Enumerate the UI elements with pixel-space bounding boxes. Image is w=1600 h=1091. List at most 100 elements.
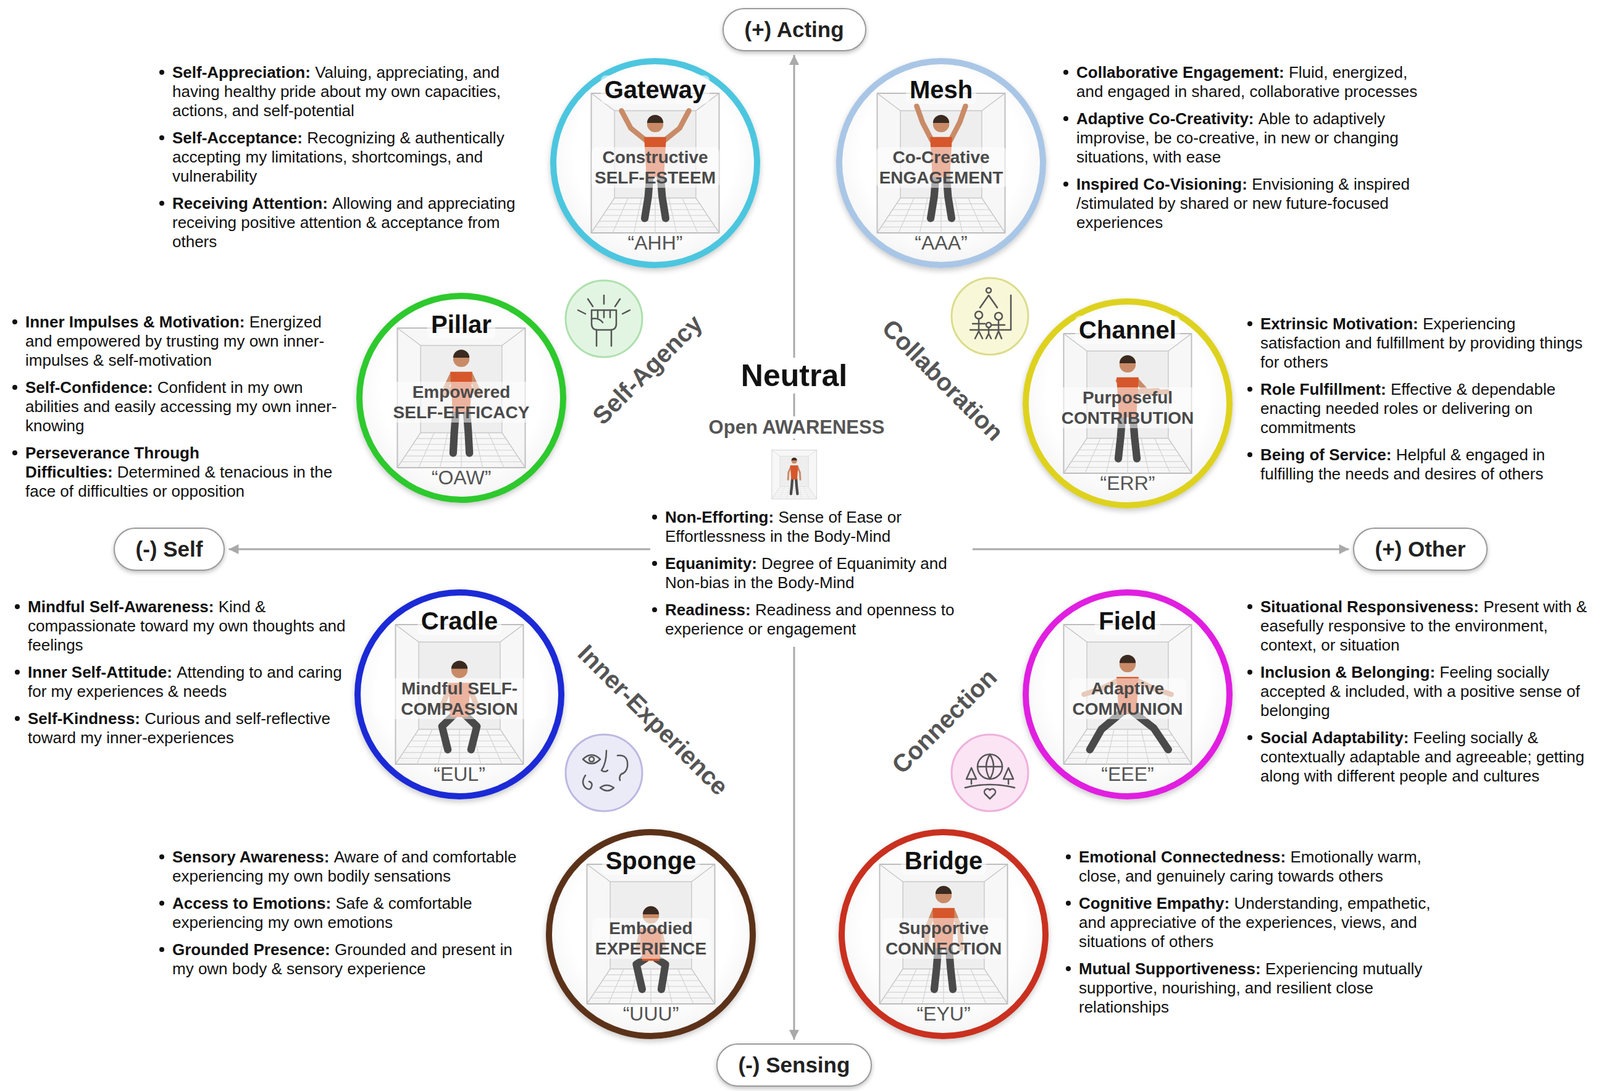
illustration-path [972,318,985,339]
illustration-g [965,753,1015,799]
illustration-path [992,319,1005,339]
illustration-circle [565,280,643,357]
bullet-item: Being of Service:Helpful & engaged in fu… [1260,445,1588,484]
bullet-term: Sensory Awareness: [172,847,330,866]
illustration-path [582,754,601,764]
illustration-path [791,478,798,495]
bullet-item: Self-Appreciation:Valuing, appreciating,… [172,62,519,121]
bullet-term: Access to Emotions: [172,893,331,913]
bullet-dot [652,514,658,520]
bullet-term: Receiving Attention: [172,193,328,213]
bullet-dot [159,135,165,141]
state-circle: ChannelPurposeful CONTRIBUTION“ERR” [1022,298,1233,509]
state-name: Channel [1075,315,1181,344]
bullet-item: Equanimity:Degree of Equanimity and Non-… [665,553,968,593]
bullet-term: Role Fulfillment: [1260,379,1387,399]
bullet-dot [159,854,165,859]
state-circle: MeshCo-Creative ENGAGEMENT“AAA” [836,58,1047,269]
bullet-term: Inspired Co-Visioning: [1076,174,1248,194]
bullet-term: Equanimity: [665,553,758,573]
bullet-item: Adaptive Co-Creativity:Able to adaptivel… [1076,109,1435,167]
bullet-item: Grounded Presence:Grounded and present i… [172,939,534,979]
bullet-term: Cognitive Empathy: [1078,893,1230,913]
state-sound: “EUL” [433,762,486,786]
bullet-term: Collaborative Engagement: [1076,62,1285,82]
state-title: Embodied EXPERIENCE [592,917,711,959]
bullet-item: Inner Impulses & Motivation:Energized an… [25,312,344,370]
illustration-path [590,968,712,1003]
state-title: Mindful SELF-COMPASSION [372,678,547,719]
illustration-g [951,734,1029,811]
illustration-path [642,905,659,914]
center-subtitle: Open AWARENESS [705,416,889,439]
illustration-path [596,329,612,346]
bullet-dot [12,384,18,390]
state-circle: GatewayConstructive SELF-ESTEEM“AHH” [550,58,761,269]
illustration-circle [951,734,1029,811]
illustration-path [1067,437,1189,473]
bullet-term: Adaptive Co-Creativity: [1076,109,1255,128]
illustration-path [647,114,664,123]
illustration-path [879,863,1008,1004]
illustration-circle [565,734,643,811]
illustration-path [933,114,950,123]
bullet-item: Collaborative Engagement:Fluid, energize… [1076,62,1435,102]
state-title: Empowered SELF-EFFICACY [390,381,533,423]
illustration-g [578,295,630,346]
bullet-dot [14,603,20,609]
bullet-term: Self-Appreciation: [172,62,311,82]
illustration-path [771,450,817,499]
illustration-path [590,93,719,233]
bullet-term: Readiness: [665,600,751,619]
bullet-item: Emotional Connectedness:Emotionally warm… [1078,847,1431,886]
illustration-path [595,197,716,233]
illustration-path [935,885,952,894]
bullet-term: Inner Impulses & Motivation: [25,312,245,331]
state-sound: “EEE” [1101,762,1154,786]
illustration-path [451,660,468,669]
illustration-path [586,863,715,1004]
state-title: Adaptive COMMUNION [1069,678,1187,719]
bullet-term: Mutual Supportiveness: [1078,959,1261,978]
bullet-item: Self-Confidence:Confident in my own abil… [25,377,344,436]
bullet-term: Mindful Self-Awareness: [27,597,214,616]
state-title: Supportive CONNECTION [882,917,1006,959]
illustration-path [600,784,614,791]
state-name: Cradle [417,606,503,635]
bullet-dot [12,450,18,456]
bullet-dot [14,669,20,675]
bullet-term: Inner Self-Attitude: [27,662,173,682]
quadrant-label: Collaboration [876,313,1010,447]
state-name: Bridge [900,846,987,875]
bullet-term: Being of Service: [1260,445,1392,464]
illustration-rect [759,439,829,509]
state-title: Co-Creative ENGAGEMENT [876,146,1007,188]
illustration-path [636,958,666,990]
bullet-list: Emotional Connectedness:Emotionally warm… [1063,847,1431,1025]
bullet-list: Collaborative Engagement:Fluid, energize… [1061,62,1435,241]
bullet-dot [652,560,658,566]
illustration-path [590,93,719,233]
illustration-path [586,863,715,1004]
illustration-path [1119,654,1136,663]
illustration-path [582,774,593,790]
illustration-path [965,784,1015,788]
state-name: Pillar [427,309,496,339]
bullet-term: Situational Responsiveness: [1260,597,1479,616]
axis-label: (-) Sensing [738,1052,851,1077]
center-title: Neutral [736,357,853,394]
bullet-item: Extrinsic Motivation:Experiencing satisf… [1260,314,1588,372]
illustration-path [601,750,608,772]
quadrant-label: Connection [886,662,1003,779]
state-title: Constructive SELF-ESTEEM [591,146,720,188]
illustration-g [582,750,628,791]
illustration-circle [977,753,1003,779]
state-name: Gateway [600,75,711,104]
illustration-path [1003,767,1014,784]
bullet-term: Emotional Connectedness: [1078,847,1286,866]
illustration-path [966,767,977,784]
state-name: Mesh [905,75,977,104]
bullet-dot [1247,603,1253,609]
illustration-g [951,277,1029,355]
illustration-path [980,295,998,308]
